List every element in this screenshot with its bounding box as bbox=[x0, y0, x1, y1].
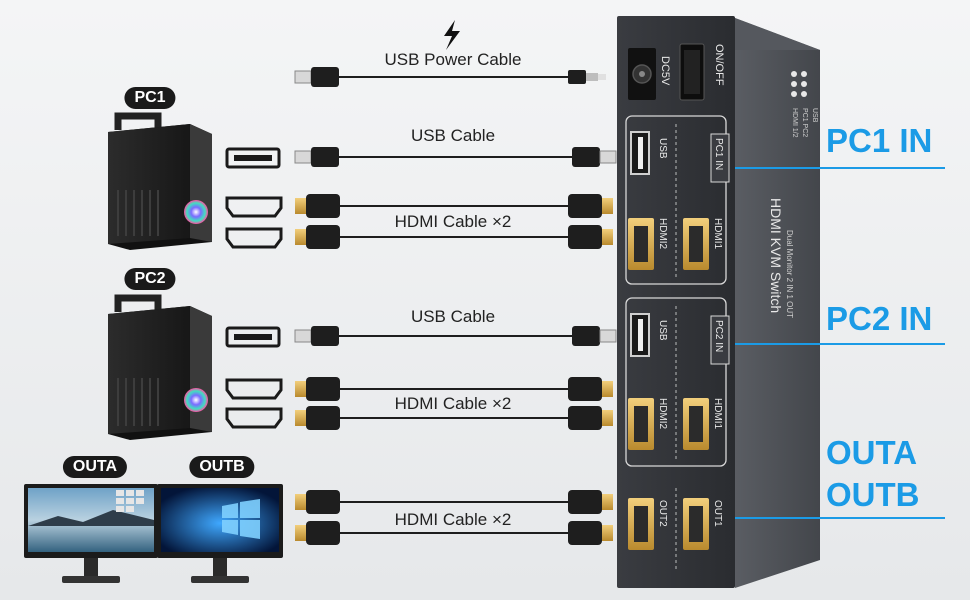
led-indicator bbox=[791, 91, 797, 97]
monitor-a-icon bbox=[24, 484, 158, 583]
cable-wires bbox=[338, 76, 572, 534]
pc1-hdmi1-port[interactable] bbox=[683, 218, 709, 270]
usb-power-cable bbox=[294, 67, 606, 87]
hdmi-port-icon bbox=[225, 227, 283, 249]
hdmi-port-icon bbox=[225, 378, 283, 400]
usb-power-cable-label: USB Power Cable bbox=[384, 50, 522, 69]
device-switch-label: ON/OFF bbox=[713, 44, 725, 86]
hdmi-port-icon bbox=[225, 407, 283, 429]
led-indicator bbox=[801, 81, 807, 87]
lightning-icon bbox=[444, 20, 460, 50]
output-hdmi-cable-label: HDMI Cable ×2 bbox=[394, 510, 512, 529]
device-out2-label: OUT2 bbox=[657, 500, 668, 527]
outa-badge: OUTA bbox=[62, 456, 128, 478]
pc1-in-callout: PC1 IN bbox=[826, 122, 933, 159]
device-usb-label: USB bbox=[657, 138, 668, 159]
device-usb-label: USB bbox=[657, 320, 668, 341]
device-hdmi1-label: HDMI1 bbox=[712, 218, 723, 250]
monitor-b-icon bbox=[157, 484, 283, 583]
pc2-hdmi2-port[interactable] bbox=[628, 398, 654, 450]
device-hdmi2-label: HDMI2 bbox=[657, 218, 668, 250]
pc1-badge: PC1 bbox=[124, 87, 176, 109]
device-out1-label: OUT1 bbox=[712, 500, 723, 527]
pc1-in-port-group bbox=[625, 115, 727, 285]
callout-lines bbox=[735, 167, 945, 519]
pc2-in-callout: PC2 IN bbox=[826, 300, 933, 337]
usb-port-icon bbox=[225, 147, 281, 169]
pc1-tower-icon bbox=[108, 112, 212, 250]
device-led1-label: HDMI 1/2 bbox=[791, 108, 798, 138]
pc1-hdmi2-port[interactable] bbox=[628, 218, 654, 270]
device-pc1-group-label: PC1 IN bbox=[713, 138, 724, 170]
outb-callout: OUTB bbox=[826, 476, 920, 513]
device-power-label: DC5V bbox=[659, 56, 671, 86]
pc1-usb-cable bbox=[294, 147, 617, 167]
device-hdmi1-label: HDMI1 bbox=[712, 398, 723, 430]
device-subtitle: Dual Monitor 2 IN 1 OUT bbox=[785, 230, 794, 318]
out1-hdmi-port[interactable] bbox=[683, 498, 709, 550]
pc2-hdmi-cable-label: HDMI Cable ×2 bbox=[394, 394, 512, 413]
pc2-usb-cable bbox=[294, 326, 617, 346]
device-led2-label: PC1 PC2 bbox=[801, 108, 808, 137]
pc2-in-port-group bbox=[625, 297, 727, 467]
hdmi-port-icon bbox=[225, 196, 283, 218]
device-hdmi2-label: HDMI2 bbox=[657, 398, 668, 430]
pc2-usb-port[interactable] bbox=[630, 313, 650, 357]
led-indicator bbox=[801, 71, 807, 77]
usb-port-icon bbox=[225, 326, 281, 348]
pc2-usb-cable-label: USB Cable bbox=[410, 307, 496, 326]
hdmi-cable-plugs bbox=[295, 194, 613, 545]
device-title: HDMI KVM Switch bbox=[768, 198, 784, 313]
pc2-tower-icon bbox=[108, 294, 212, 440]
device-led3-label: USB bbox=[811, 108, 818, 123]
pc1-usb-port[interactable] bbox=[630, 131, 650, 175]
led-indicator bbox=[791, 71, 797, 77]
led-indicator bbox=[801, 91, 807, 97]
pc1-hdmi-cable-label: HDMI Cable ×2 bbox=[394, 212, 512, 231]
kvm-switch-device bbox=[617, 16, 820, 588]
outb-badge: OUTB bbox=[189, 456, 255, 478]
device-pc2-group-label: PC2 IN bbox=[713, 320, 724, 352]
outa-callout: OUTA bbox=[826, 434, 918, 471]
led-indicator bbox=[791, 81, 797, 87]
out2-hdmi-port[interactable] bbox=[628, 498, 654, 550]
pc1-usb-cable-label: USB Cable bbox=[410, 126, 496, 145]
pc2-badge: PC2 bbox=[124, 268, 176, 290]
pc2-hdmi1-port[interactable] bbox=[683, 398, 709, 450]
pc-port-icons bbox=[225, 147, 283, 429]
